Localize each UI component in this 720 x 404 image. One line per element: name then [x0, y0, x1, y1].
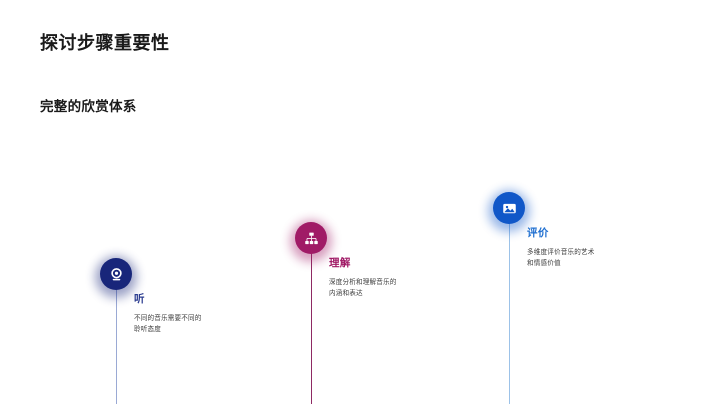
node-description-line-1: 不同的音乐需要不同的 — [134, 314, 202, 322]
sitemap-icon[interactable] — [295, 222, 327, 254]
timeline-node-evaluate[interactable]: 评价 多维度评价音乐的艺术 和情感价值 — [488, 0, 709, 404]
image-icon[interactable] — [493, 192, 525, 224]
node-description: 多维度评价音乐的艺术 和情感价值 — [527, 247, 639, 270]
timeline-connector-line — [116, 274, 117, 404]
node-text-block: 理解 深度分析和理解音乐的 内涵和表达 — [329, 257, 479, 300]
node-description-line-1: 深度分析和理解音乐的 — [329, 278, 397, 286]
node-description-line-2: 聆听态度 — [134, 326, 161, 334]
timeline-node-understand[interactable]: 理解 深度分析和理解音乐的 内涵和表达 — [290, 0, 511, 404]
node-description-line-2: 和情感价值 — [527, 260, 561, 268]
webcam-icon[interactable] — [100, 258, 132, 290]
node-label: 听 — [134, 293, 145, 305]
page-title: 探讨步骤重要性 — [40, 33, 170, 53]
node-description-line-1: 多维度评价音乐的艺术 — [527, 248, 595, 256]
node-label: 评价 — [527, 227, 549, 239]
node-description-line-2: 内涵和表达 — [329, 290, 363, 298]
node-text-block: 评价 多维度评价音乐的艺术 和情感价值 — [527, 227, 677, 270]
timeline-connector-line — [509, 208, 510, 404]
timeline-node-listen[interactable]: 听 不同的音乐需要不同的 聆听态度 — [95, 0, 316, 404]
node-label: 理解 — [329, 257, 351, 269]
timeline-connector-line — [311, 238, 312, 404]
node-text-block: 听 不同的音乐需要不同的 聆听态度 — [134, 293, 284, 336]
node-description: 不同的音乐需要不同的 聆听态度 — [134, 313, 246, 336]
node-description: 深度分析和理解音乐的 内涵和表达 — [329, 277, 441, 300]
page-subtitle: 完整的欣赏体系 — [40, 99, 137, 114]
